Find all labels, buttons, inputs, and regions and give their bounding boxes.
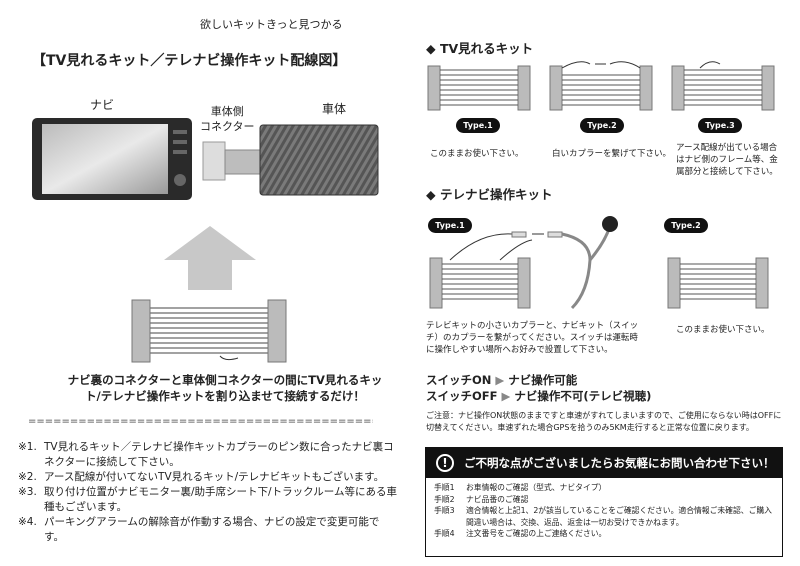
arrow-right-icon: ▶ <box>495 373 505 387</box>
navi-label: ナビ <box>90 98 115 112</box>
telenavi-type2-badge: Type.2 <box>664 218 708 233</box>
telenavi-type1-image <box>429 216 618 310</box>
note-item: ※3.取り付け位置がナビモニター裏/助手席シート下/トラックルーム等にある車種も… <box>18 486 397 513</box>
exclamation-icon: ! <box>436 454 454 472</box>
tagline: 欲しいキットきっと見つかる <box>200 18 343 31</box>
note-item: ※1.TV見れるキット／テレナビ操作キットカプラーのピン数に合ったナビ裏コネクタ… <box>18 441 394 468</box>
notes-list: ※1.TV見れるキット／テレナビ操作キットカプラーのピン数に合ったナビ裏コネクタ… <box>18 440 398 545</box>
tv-kit-type1-desc: このままお使い下さい。 <box>430 149 524 159</box>
contact-header: ! ご不明な点がございましたらお気軽にお問い合わせ下さい！ <box>426 448 782 478</box>
switch-on-row: スイッチON▶ナビ操作可能 <box>426 373 578 387</box>
arrow-right-icon: ▶ <box>501 389 511 403</box>
warning-note: ご注意：ナビ操作ON状態のままですと車速がすれてしまいますので、ご使用にならない… <box>426 411 782 432</box>
instruction-caption: ナビ裏のコネクターと車体側コネクターの間にTV見れるキット/テレナビ操作キットを… <box>67 373 383 403</box>
car-label: 車体 <box>322 102 347 116</box>
tv-kit-type2-image <box>549 61 653 111</box>
vehicle-connector-image <box>202 141 261 181</box>
tv-kit-heading: ◆ TV見れるキット <box>426 41 534 56</box>
telenavi-type2-desc: このままお使い下さい。 <box>676 325 770 335</box>
note-item: ※4.パーキングアラームの解除音が作動する場合、ナビの設定で変更可能です。 <box>18 516 380 543</box>
note-item: ※2.アース配線が付いてないTV見れるキット/テレナビキットもございます。 <box>18 471 385 483</box>
telenavi-type2-image <box>667 257 769 309</box>
telenavi-kit-images <box>429 216 769 310</box>
telenavi-type1-badge: Type.1 <box>428 218 472 233</box>
tv-kit-type3-image <box>671 61 775 111</box>
tv-kit-harness-images <box>427 61 775 111</box>
page-title: 【TV見れるキット／テレナビ操作キット配線図】 <box>32 53 347 69</box>
wiring-harness-image <box>131 299 287 363</box>
car-body-image <box>259 124 379 196</box>
tv-kit-type1-image <box>427 65 531 111</box>
telenavi-type1-desc: テレビキットの小さいカプラーと、ナビキット（スイッチ）のカプラーを繋がってくださ… <box>426 321 639 355</box>
divider: ========================================… <box>28 416 373 427</box>
tv-kit-type2-desc: 白いカプラーを繋げて下さい。 <box>552 149 672 159</box>
tv-kit-type3-desc: アース配線が出ている場合はナビ側のフレーム等、金属部分と接続して下さい。 <box>676 143 778 177</box>
tv-kit-type2-badge: Type.2 <box>580 118 624 133</box>
navi-connection-illustration <box>32 118 379 200</box>
connector-label: 車体側 コネクター <box>200 105 255 133</box>
tv-kit-type1-badge: Type.1 <box>456 118 500 133</box>
switch-off-row: スイッチOFF▶ナビ操作不可(テレビ視聴) <box>426 389 652 403</box>
navi-unit-image <box>32 118 192 200</box>
up-arrow-icon <box>164 226 256 290</box>
tv-kit-type3-badge: Type.3 <box>698 118 742 133</box>
telenavi-kit-heading: ◆ テレナビ操作キット <box>426 187 553 202</box>
